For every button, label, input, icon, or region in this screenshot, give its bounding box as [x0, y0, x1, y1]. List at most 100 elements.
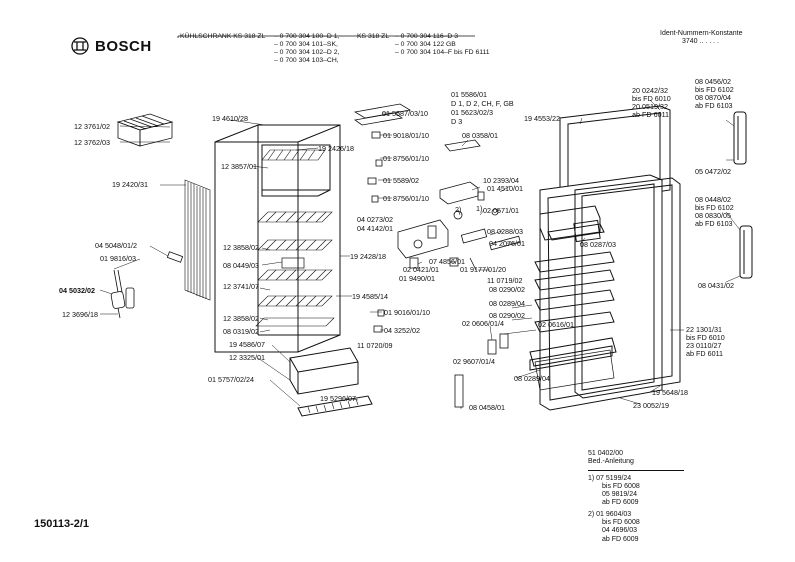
part-label: 04 0273/02: [357, 215, 393, 224]
bosch-logo-icon: [71, 37, 89, 55]
part-label: 19 4585/14: [352, 292, 388, 301]
part-label: 20 0519/32: [632, 102, 668, 111]
part-label: 02 0421/01: [403, 265, 439, 274]
part-label: 08 0358/01: [462, 131, 498, 140]
condenser-drawing: [184, 179, 211, 301]
part-label: 08 0830/05: [695, 211, 731, 220]
model-line: [180, 49, 265, 57]
notes-divider: [588, 469, 684, 471]
part-label: 12 3858/02: [223, 314, 259, 323]
model-line: [357, 57, 389, 65]
model-line: KS 318 ZL: [357, 33, 390, 40]
model-line: – 0 700 304 104–F bis FD 6111: [395, 49, 490, 56]
part-label: 08 0289/04: [489, 299, 525, 308]
ice-tray-drawing: [116, 113, 174, 147]
part-label: 04 5048/01/2: [95, 241, 137, 250]
part-label: 02 0571/01: [483, 206, 519, 215]
cabinet-drawing: [214, 124, 373, 417]
part-label: 11 0720/09: [357, 341, 393, 350]
note-line: 1) 07 5199/24: [588, 474, 632, 482]
part-label: bis FD 6102: [695, 203, 734, 212]
part-label: ab FD 6103: [695, 219, 733, 228]
note-line: Bed.-Anleitung: [588, 458, 634, 466]
note-line: 51 0402/00: [588, 450, 624, 457]
part-label: 04 4142/01: [357, 224, 393, 233]
part-label: 01 8756/01/10: [383, 194, 429, 203]
part-label: 12 3762/03: [74, 138, 110, 147]
part-label: 1): [476, 204, 483, 213]
footnote-2: 2) 01 9604/03 bis FD 6008 04 4696/03 ab …: [588, 511, 684, 544]
ident-value: 3740 .. . . . .: [682, 38, 719, 45]
part-label: 01 9177/01/20: [460, 265, 506, 274]
part-label: 12 3696/18: [62, 310, 98, 319]
part-label: 08 0288/03: [487, 227, 523, 236]
part-label: 05 0472/02: [695, 167, 731, 176]
part-label: ab FD 6011: [632, 110, 670, 119]
part-label: 19 4586/07: [229, 340, 265, 349]
model-col-4: – 0 700 304 116–D 3 – 0 700 304 122 GB –…: [395, 33, 490, 65]
part-label: 01 5587/03/10: [382, 109, 428, 118]
part-label: 23 0052/19: [633, 401, 669, 410]
part-label: 02 0616/01: [538, 320, 574, 329]
part-label: 08 0431/02: [698, 281, 734, 290]
note-line: 2) 01 9604/03: [588, 510, 632, 518]
model-line: – 0 700 304 122 GB: [395, 41, 456, 48]
part-label: 12 3857/01: [221, 162, 257, 171]
model-col-1: KÜHLSCHRANK KS 318 ZL: [180, 33, 265, 65]
part-label: 01 5757/02/24: [208, 375, 254, 384]
model-col-2: – 0 700 304 100–D 1, – 0 700 304 101–SK,…: [274, 33, 339, 65]
footnote-1: 1) 07 5199/24 bis FD 6008 05 9819/24 ab …: [588, 475, 684, 508]
part-label: 08 0870/04: [695, 93, 731, 102]
part-label: 07 4856/01: [429, 257, 465, 266]
part-label: 08 0290/02: [489, 311, 525, 320]
brand-logo-text: BOSCH: [95, 38, 152, 55]
model-line: – 0 700 304 103–CH,: [274, 57, 339, 64]
part-label: 12 3325/01: [229, 353, 265, 362]
part-label: 04 3252/02: [384, 326, 420, 335]
part-label: 19 2426/18: [318, 144, 354, 153]
part-label: 01 4510/01: [487, 184, 523, 193]
model-line: [180, 57, 265, 65]
part-label: 01 9816/03: [100, 254, 136, 263]
part-label: 12 3761/02: [74, 122, 110, 131]
part-label: 01 5589/02: [383, 176, 419, 185]
model-line: [395, 57, 490, 65]
part-label: 08 0458/01: [469, 403, 505, 412]
part-label: 01 9016/01/10: [384, 308, 430, 317]
part-label: 08 0449/03: [223, 261, 259, 270]
part-label: 01 9018/01/10: [383, 131, 429, 140]
model-line: – 0 700 304 100–D 1,: [274, 33, 340, 40]
note-line: 05 9819/24: [602, 491, 638, 499]
part-label: bis FD 6102: [695, 85, 734, 94]
part-label: 01 8756/01/10: [383, 154, 429, 163]
part-label: 02 0606/01/4: [462, 319, 504, 328]
part-label: 12 3741/07: [223, 282, 259, 291]
part-label: 08 0289/04: [514, 374, 550, 383]
part-label: 08 0456/02: [695, 77, 731, 86]
part-label: 19 5296/07: [320, 394, 356, 403]
part-label: 08 0290/02: [489, 285, 525, 294]
ident-block: Ident-Nummern-Konstante 3740 .. . . . .: [660, 30, 742, 46]
notes-block: 51 0402/00 Bed.-Anleitung 1) 07 5199/24 …: [588, 450, 684, 547]
part-label: 11 0719/02: [487, 276, 523, 285]
small-parts-left: [110, 251, 184, 319]
model-line: [180, 41, 265, 49]
note-line: bis FD 6008: [602, 482, 640, 490]
part-label: ab FD 6103: [695, 101, 733, 110]
model-line: – 0 700 304 101–SK,: [274, 41, 338, 48]
part-label: bis FD 6010: [632, 94, 671, 103]
manual-note: 51 0402/00 Bed.-Anleitung: [588, 450, 684, 467]
door-handles: [733, 111, 753, 279]
ident-title: Ident-Nummern-Konstante: [660, 30, 743, 37]
part-label: 19 4610/28: [212, 114, 248, 123]
model-line: KÜHLSCHRANK KS 318 ZL: [180, 33, 266, 40]
note-line: ab FD 6009: [602, 535, 639, 543]
part-label: 22 1301/31: [686, 325, 722, 334]
door-drawing: [529, 105, 681, 411]
part-label: 19 5648/18: [652, 388, 688, 397]
part-label: bis FD 6010: [686, 333, 725, 342]
model-line: – 0 700 304 102–D 2,: [274, 49, 340, 56]
part-label: 08 0319/02: [223, 327, 259, 336]
